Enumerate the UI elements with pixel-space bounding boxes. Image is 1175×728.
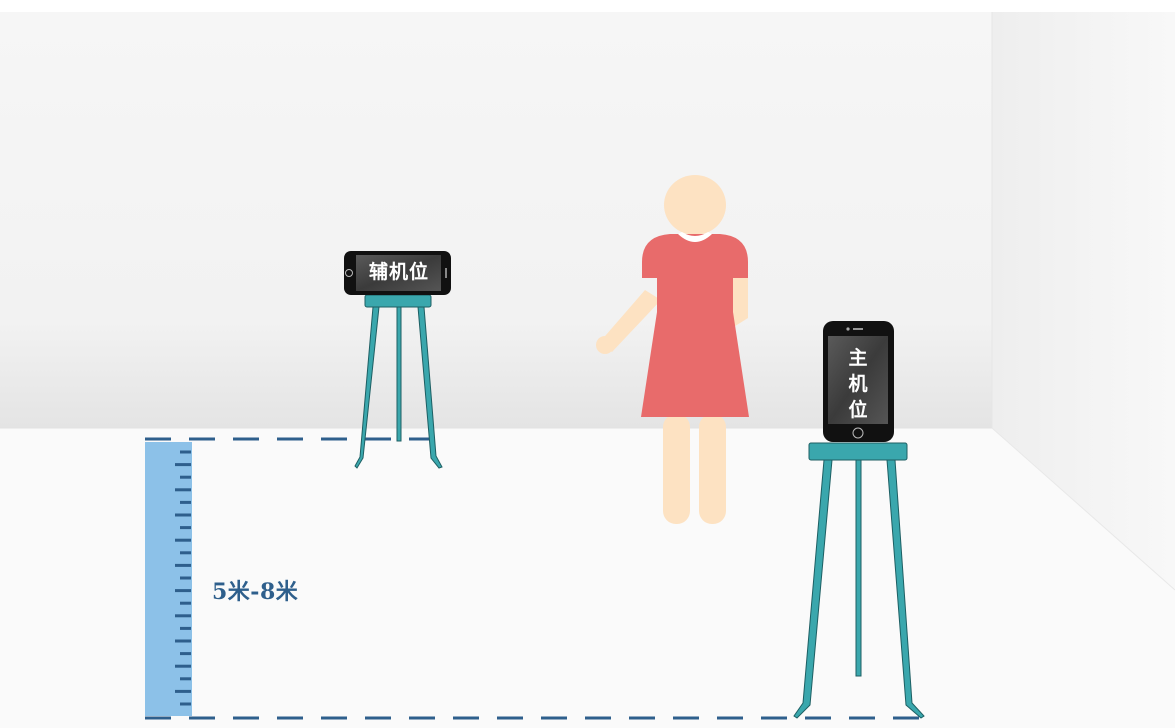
main-tripod-head — [809, 443, 907, 460]
secondary-phone-speaker — [445, 268, 447, 278]
main-camera-label: 主 机 位 — [830, 345, 886, 423]
ruler-icon — [145, 442, 192, 716]
person-right-leg — [699, 414, 726, 524]
main-tripod-leg-center — [856, 460, 861, 676]
secondary-camera-label: 辅机位 — [356, 259, 442, 285]
person-left-hand — [596, 336, 614, 354]
person-head — [664, 175, 726, 235]
main-phone-speaker — [853, 328, 863, 330]
person-dress — [641, 234, 749, 417]
distance-label: 5米-8米 — [212, 574, 298, 606]
top-margin — [0, 0, 1175, 12]
main-phone-camera — [846, 327, 849, 330]
secondary-tripod-head — [365, 295, 431, 307]
secondary-tripod-leg-center — [397, 307, 401, 441]
person-left-leg — [663, 414, 690, 524]
